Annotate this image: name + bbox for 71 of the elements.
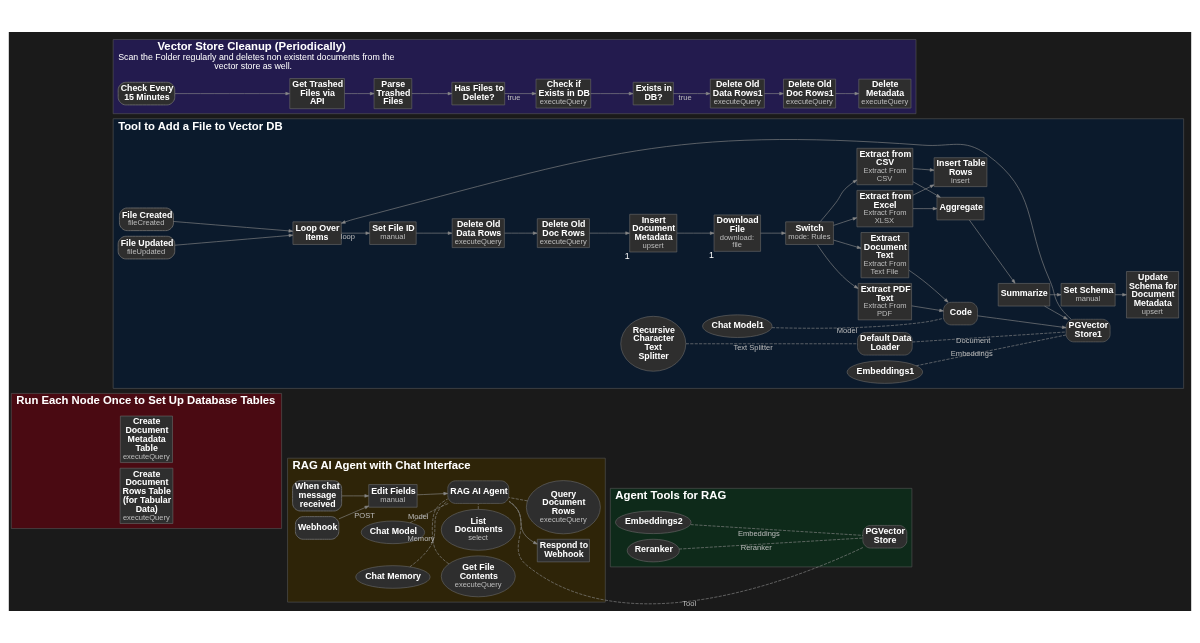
- node-box: Check Every 15 Minutes: [117, 81, 176, 106]
- connector: [477, 503, 479, 510]
- arrow: [504, 231, 538, 235]
- arrow: [338, 505, 370, 520]
- connector: [508, 500, 864, 605]
- connector: [508, 497, 528, 502]
- arrow: [908, 269, 949, 303]
- node-ellipse: Embeddings1: [846, 360, 923, 384]
- node-box: Exists in DB?: [632, 81, 674, 106]
- arrow: [416, 492, 448, 496]
- node-box: Has Files to Delete?: [451, 81, 505, 106]
- arrow: [833, 217, 858, 226]
- node-box: PGVector Store: [862, 525, 908, 549]
- connector: [409, 503, 449, 524]
- node-label: 1: [624, 251, 630, 262]
- arrow: [816, 244, 859, 289]
- arrow: [835, 91, 860, 96]
- arrow: [590, 91, 634, 96]
- arrow: [589, 231, 630, 235]
- arrow: [911, 305, 944, 312]
- node-box: Get Trashed Files via API: [289, 78, 345, 109]
- node-ellipse: Chat Memory: [355, 565, 431, 589]
- arrow: [416, 231, 453, 235]
- connector: [916, 334, 1067, 367]
- arrow: [411, 91, 453, 96]
- node-ellipse: Reranker: [626, 538, 680, 563]
- node-ellipse: Chat Model1: [702, 314, 773, 338]
- arrow: [173, 221, 293, 233]
- arrow: [912, 184, 935, 196]
- arrow: [1049, 293, 1062, 297]
- node-label: 1: [709, 250, 715, 261]
- arrow: [912, 207, 938, 211]
- arrow: [764, 91, 784, 96]
- node-box: PGVector Store1: [1065, 318, 1111, 343]
- arrow: [504, 91, 537, 96]
- node-box: Respond to Webhook: [536, 538, 590, 563]
- node-box: RAG AI Agent: [447, 480, 510, 504]
- arrow: [912, 168, 935, 172]
- connector: [409, 501, 448, 568]
- arrow: [174, 91, 290, 96]
- arrow: [341, 231, 370, 235]
- node-box: Code: [943, 301, 978, 326]
- node-box: Default Data Loader: [857, 332, 913, 356]
- arrow: [969, 219, 1016, 284]
- arrow: [174, 233, 294, 246]
- arrow: [676, 231, 715, 235]
- node-box: Webhook: [294, 516, 340, 540]
- arrow: [673, 91, 711, 96]
- node-box: Parse Trashed Files: [373, 78, 413, 109]
- node-ellipse: Embeddings2: [615, 510, 692, 534]
- arrow: [833, 239, 862, 249]
- node-box: Summarize: [997, 283, 1051, 307]
- arrow: [344, 91, 375, 96]
- node-box: When chat message received: [292, 480, 343, 512]
- connector: [678, 537, 864, 550]
- arrow: [760, 231, 786, 235]
- arrow: [977, 315, 1067, 329]
- node-ellipse: Recursive Character Text Splitter: [620, 316, 687, 372]
- connector: [685, 343, 858, 345]
- connector: [690, 524, 864, 536]
- arrow: [341, 494, 369, 498]
- arrow: [912, 181, 941, 198]
- node-box: Loop Over Items: [292, 221, 342, 245]
- node-box: Aggregate: [936, 197, 985, 221]
- arrow: [820, 179, 858, 222]
- arrow: [1114, 293, 1127, 297]
- connector: [771, 318, 944, 329]
- connector: [912, 331, 1067, 343]
- arrow: [508, 501, 538, 545]
- arrow: [1044, 305, 1068, 320]
- connector: [431, 498, 450, 565]
